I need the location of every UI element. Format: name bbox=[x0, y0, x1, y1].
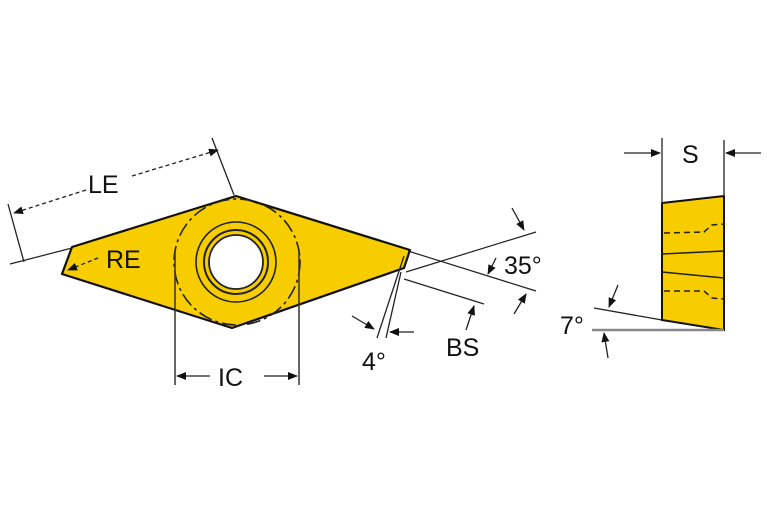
side-hidden-line-2 bbox=[664, 290, 725, 300]
le-dim-arrow-right bbox=[131, 148, 219, 177]
angle-7-arrow-top bbox=[608, 284, 619, 308]
side-internal-line-1 bbox=[661, 250, 725, 255]
le-extension-left bbox=[7, 203, 25, 263]
inscribed-circle bbox=[173, 198, 301, 326]
side-view: S 7° bbox=[560, 138, 761, 359]
angle-35-arrow-mid bbox=[487, 257, 497, 275]
top-view: LE RE IC 35° BS 4° bbox=[7, 137, 542, 392]
re-extension bbox=[9, 247, 73, 265]
relief-line-1 bbox=[376, 255, 405, 339]
side-hidden-line-1 bbox=[663, 223, 725, 234]
relief-line-2 bbox=[385, 271, 402, 339]
tip-edge-extension-upper bbox=[405, 231, 537, 273]
side-internal-line-2 bbox=[661, 271, 725, 279]
label-s: S bbox=[682, 141, 699, 169]
bs-extension bbox=[403, 278, 485, 305]
angle-35-arrow-top bbox=[511, 207, 525, 231]
label-le: LE bbox=[88, 171, 119, 199]
insert-side-body bbox=[661, 194, 725, 332]
clearance-extension bbox=[593, 307, 663, 321]
tip-edge-extension-lower bbox=[407, 250, 537, 292]
bs-leader-arrow bbox=[465, 305, 475, 331]
le-dim-arrow-left bbox=[13, 189, 87, 215]
le-extension-right bbox=[211, 137, 235, 196]
angle-4-arrow-left bbox=[351, 315, 375, 330]
label-bs: BS bbox=[446, 334, 479, 362]
re-leader-arrow bbox=[67, 257, 99, 271]
angle-35-arrow-bottom bbox=[513, 293, 527, 315]
angle-7-arrow-bottom bbox=[601, 332, 610, 359]
label-angle-4: 4° bbox=[362, 348, 386, 376]
label-angle-35: 35° bbox=[504, 252, 542, 280]
hole-outer-ring bbox=[195, 221, 277, 303]
center-hole bbox=[208, 234, 264, 290]
label-angle-7: 7° bbox=[560, 312, 584, 340]
label-ic: IC bbox=[218, 364, 243, 392]
label-re: RE bbox=[106, 246, 141, 274]
